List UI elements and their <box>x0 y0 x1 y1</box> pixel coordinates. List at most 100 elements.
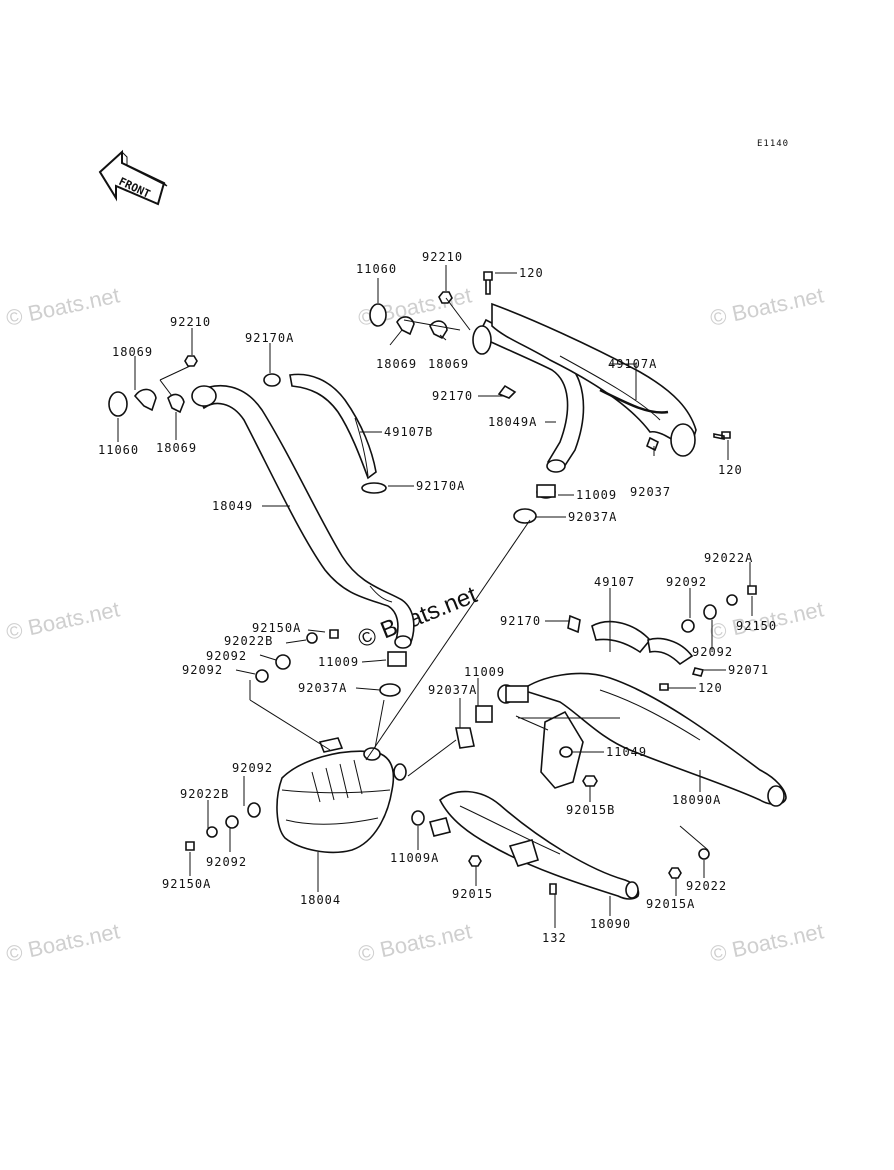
clamp-92170-upper <box>497 384 517 399</box>
label-11049: 11049 <box>606 745 647 759</box>
label-120-upper: 120 <box>519 266 544 280</box>
nut-92015 <box>468 855 482 867</box>
bolt-120-right <box>713 431 731 440</box>
label-92150A-upper: 92150A <box>252 621 301 635</box>
label-11009-lower-right: 11009 <box>464 665 505 679</box>
clamp-92037A-lower-right <box>455 727 475 749</box>
label-18090A: 18090A <box>672 793 721 807</box>
label-92210-upper: 92210 <box>422 250 463 264</box>
header-pipe-18049 <box>191 385 415 649</box>
label-49107: 49107 <box>594 575 635 589</box>
nut-92015B <box>582 775 598 787</box>
gasket-11060-upper <box>369 303 387 327</box>
label-18069-left-a: 18069 <box>112 345 153 359</box>
label-11060-left: 11060 <box>98 443 139 457</box>
label-92037A-lower-right: 92037A <box>428 683 477 697</box>
label-11060-upper: 11060 <box>356 262 397 276</box>
washer-92022 <box>698 848 710 860</box>
diagram-code: E1140 <box>757 139 789 149</box>
gasket-11009A <box>411 810 425 826</box>
label-92022: 92022 <box>686 879 727 893</box>
bolt-120-lower <box>659 683 669 691</box>
front-arrow-icon: FRONT <box>98 149 168 206</box>
label-92015A: 92015A <box>646 897 695 911</box>
gasket-11009-lower-right <box>475 705 493 723</box>
rubber-92092-right-b <box>703 604 717 620</box>
label-92092-middle-a: 92092 <box>206 649 247 663</box>
label-120-right: 120 <box>718 463 743 477</box>
label-18004: 18004 <box>300 893 341 907</box>
label-92170-upper: 92170 <box>432 389 473 403</box>
label-92022A: 92022A <box>704 551 753 565</box>
gasket-11009-middle <box>387 651 407 667</box>
bolt-120-upper <box>483 271 493 295</box>
flange-18069-upper-b <box>429 320 448 340</box>
label-92037: 92037 <box>630 485 671 499</box>
clamp-92037A-upper <box>513 508 537 524</box>
label-18049: 18049 <box>212 499 253 513</box>
part-labels: 11060 92210 120 18069 18069 49107A 92170… <box>98 250 777 945</box>
bolt-132 <box>549 883 557 895</box>
washer-92022B-upper <box>306 632 318 644</box>
clamp-92170-lower <box>567 614 581 634</box>
label-92150: 92150 <box>736 619 777 633</box>
leader-lines <box>117 265 753 928</box>
gasket-11060-left <box>108 391 128 417</box>
clamp-92170A-lower <box>361 482 387 494</box>
label-49107A: 49107A <box>608 357 657 371</box>
label-92015B: 92015B <box>566 803 615 817</box>
nut-92015A <box>668 867 682 879</box>
flange-18069-upper-a <box>396 316 415 336</box>
nut-92210-left <box>184 355 198 367</box>
label-11009-upper: 11009 <box>576 488 617 502</box>
label-18049A: 18049A <box>488 415 537 429</box>
bolt-92150A-upper <box>329 629 339 639</box>
label-92022B-lower: 92022B <box>180 787 229 801</box>
bracket-11049 <box>540 710 584 789</box>
label-18069-upper-a: 18069 <box>376 357 417 371</box>
watermark-center-bottom: © Boats.net <box>356 918 474 966</box>
silencer-18090 <box>429 790 640 900</box>
watermark-right-top: © Boats.net <box>708 282 826 330</box>
nut-92071 <box>691 667 705 677</box>
bolt-92150 <box>747 585 757 595</box>
flange-18069-left-b <box>167 393 185 414</box>
label-11009-middle: 11009 <box>318 655 359 669</box>
bolt-92150A-lower <box>185 841 195 851</box>
heat-cover-49107A <box>491 302 697 457</box>
label-11009A: 11009A <box>390 851 439 865</box>
washer-92022B-lower <box>206 826 218 838</box>
label-49107B: 49107B <box>384 425 433 439</box>
bracket-92037 <box>645 436 660 452</box>
watermark-left-bottom: © Boats.net <box>4 918 122 966</box>
label-92170A-lower: 92170A <box>416 479 465 493</box>
watermark-left-mid: © Boats.net <box>4 596 122 644</box>
label-92092-right-a: 92092 <box>666 575 707 589</box>
label-18069-left-b: 18069 <box>156 441 197 455</box>
clamp-92170A-upper <box>263 373 281 387</box>
heat-cover-49107B <box>289 373 377 480</box>
label-92092-lower-b: 92092 <box>206 855 247 869</box>
rubber-92092-lower-b <box>225 815 239 829</box>
label-92022B-upper: 92022B <box>224 634 273 648</box>
label-92037A-upper: 92037A <box>568 510 617 524</box>
label-132: 132 <box>542 931 567 945</box>
label-18090: 18090 <box>590 917 631 931</box>
label-92015: 92015 <box>452 887 493 901</box>
label-92071: 92071 <box>728 663 769 677</box>
watermark-right-bottom: © Boats.net <box>708 918 826 966</box>
label-92170A-upper: 92170A <box>245 331 294 345</box>
flange-18069-left-a <box>133 388 157 412</box>
label-18069-upper-b: 18069 <box>428 357 469 371</box>
label-92092-lower-a: 92092 <box>232 761 273 775</box>
silencer-18090A <box>497 672 787 807</box>
rubber-92092-middle-a <box>275 654 291 670</box>
watermark-left-top: © Boats.net <box>4 282 122 330</box>
heat-cover-49107 <box>591 620 694 666</box>
label-92037A-middle: 92037A <box>298 681 347 695</box>
nut-92210-upper <box>438 291 453 304</box>
label-120-lower: 120 <box>698 681 723 695</box>
rubber-92092-middle-b <box>255 669 269 683</box>
washer-92022A <box>726 594 738 606</box>
